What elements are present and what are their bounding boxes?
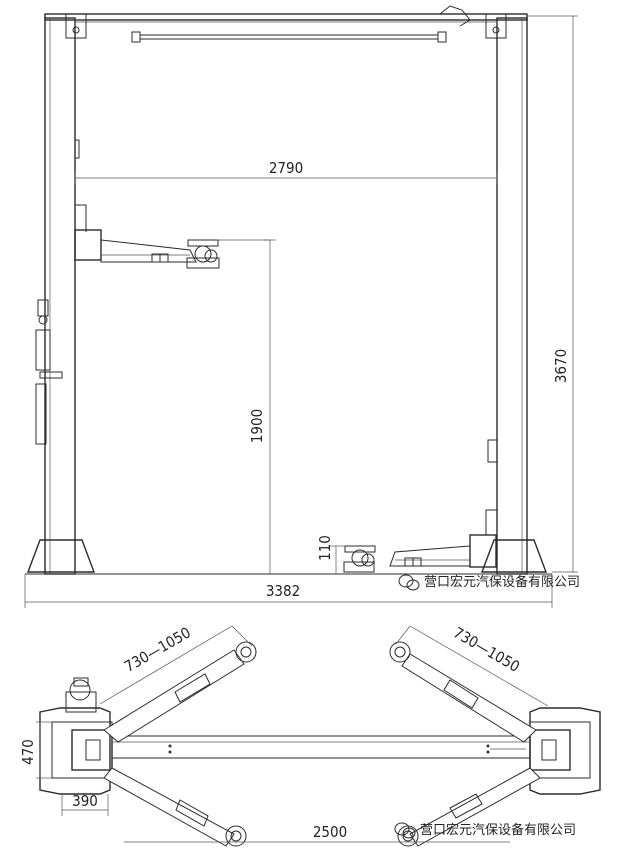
arm-left-lower (103, 767, 247, 847)
wechat-icon (394, 822, 416, 839)
dim-label-110: 110 (316, 535, 334, 561)
dim-label-3382: 3382 (266, 582, 300, 600)
watermark-text-top: 营口宏元汽保设备有限公司 (424, 574, 580, 590)
floor-plate (111, 735, 531, 759)
left-base-plate (26, 539, 96, 573)
arm-right-lower (397, 767, 541, 847)
dim-390: 390 (61, 792, 109, 816)
dim-3382: 3382 (24, 574, 553, 608)
dim-label-2500: 2500 (313, 823, 347, 841)
plan-left-base (39, 707, 111, 795)
motor (65, 677, 97, 713)
arm-left-upper (103, 641, 257, 743)
dim-3670: 3670 (527, 15, 578, 573)
dim-label-arm-left: 730—1050 (121, 623, 194, 675)
plan-view: 730—1050 730—1050 470 390 2500 (19, 623, 601, 847)
dim-470: 470 (19, 721, 52, 779)
arm-right-upper (389, 641, 537, 743)
dim-label-arm-right: 730—1050 (450, 623, 523, 675)
dim-label-470: 470 (19, 739, 37, 765)
dim-label-390: 390 (72, 792, 98, 810)
dim-110: 110 (316, 535, 345, 574)
front-elevation: 2790 1900 110 3670 3382 (24, 5, 580, 608)
right-column (496, 17, 528, 575)
right-base-plate (480, 539, 548, 573)
lowered-arm (343, 509, 497, 573)
overhead-bar (139, 34, 439, 40)
dim-2500: 2500 (124, 823, 510, 843)
watermark-top: 营口宏元汽保设备有限公司 (398, 574, 580, 591)
raised-arm (74, 204, 270, 269)
dim-1900: 1900 (248, 239, 276, 574)
top-beam (44, 13, 528, 21)
power-unit (35, 299, 63, 445)
plan-right-base (529, 707, 601, 795)
dim-label-3670: 3670 (552, 349, 570, 383)
dim-label-2790: 2790 (269, 159, 303, 177)
dim-label-1900: 1900 (248, 409, 266, 443)
watermark-text-bottom: 营口宏元汽保设备有限公司 (420, 822, 576, 838)
watermark-bottom: 营口宏元汽保设备有限公司 (394, 822, 576, 839)
left-column (44, 17, 76, 575)
wechat-icon (398, 574, 420, 591)
dim-2790: 2790 (74, 159, 498, 184)
